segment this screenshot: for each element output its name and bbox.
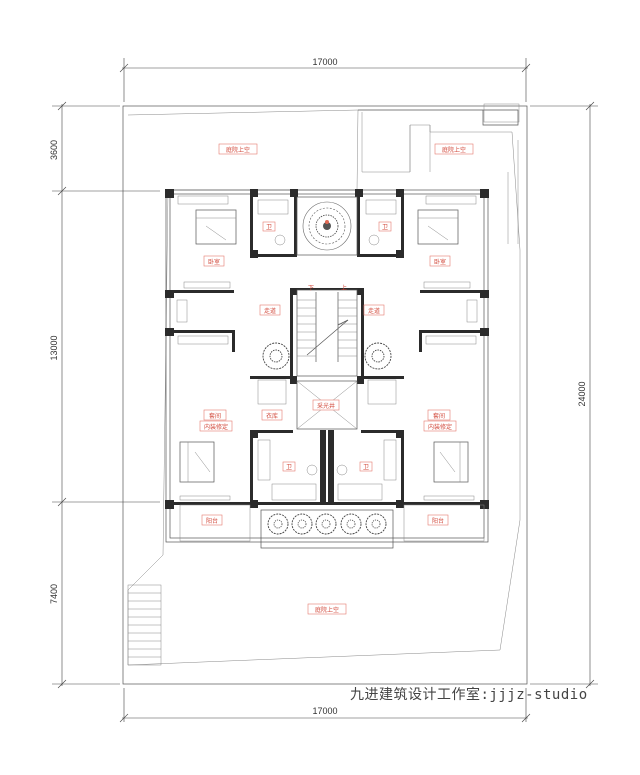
label-closet: 衣库: [266, 412, 278, 420]
label-suite-left-2: 内装修定: [204, 423, 228, 431]
dim-top-width: 17000: [312, 57, 337, 67]
label-bath-bottom-left: 卫: [286, 464, 292, 471]
site-boundary: [122, 103, 528, 685]
stair-up-label: 上: [341, 284, 347, 292]
dim-left-middle: 13000: [49, 335, 59, 360]
label-balcony-right: 阳台: [432, 517, 444, 525]
label-corridor-right: 走道: [368, 307, 380, 315]
building-walls: [165, 189, 489, 543]
label-suite-right-1: 套间: [433, 412, 445, 420]
label-bedroom-right: 卧室: [434, 258, 446, 266]
label-bedroom-left: 卧室: [208, 258, 220, 266]
studio-watermark: 九进建筑设计工作室:jjjz-studio: [350, 687, 588, 703]
label-courtyard-void-right: 庭院上空: [442, 146, 466, 154]
dim-left-top: 3600: [49, 140, 59, 160]
furniture-beds: [176, 195, 485, 542]
label-suite-left-1: 套间: [209, 412, 221, 420]
label-balcony-left: 阳台: [206, 517, 218, 525]
label-corridor-left: 走道: [264, 307, 276, 315]
stair-core: 下 上: [296, 284, 358, 377]
label-bath-bottom-right: 卫: [363, 464, 369, 471]
dim-left-bottom: 7400: [49, 584, 59, 604]
bath-fixtures: [257, 199, 397, 501]
label-light-well: 采光井: [317, 402, 335, 410]
label-bath-top-right: 卫: [382, 224, 388, 231]
dim-bottom-width: 17000: [312, 706, 337, 716]
dimension-lines: [52, 58, 598, 723]
shrubs: [260, 342, 394, 549]
stair-down-label: 下: [308, 285, 314, 292]
label-suite-right-2: 内装修定: [428, 423, 452, 431]
room-labels: 庭院上空 庭院上空 庭院上空 卧室 卧室 卫 卫 走道 走道 套间 内装修定 套…: [199, 143, 474, 615]
label-bath-top-left: 卫: [266, 224, 272, 231]
dim-right-total: 24000: [577, 381, 587, 406]
courtyard-tree: [296, 196, 358, 256]
label-courtyard-void-bottom: 庭院上空: [315, 606, 339, 614]
dimension-labels: 17000 17000 3600 13000 7400 24000: [49, 57, 587, 716]
label-courtyard-void-left: 庭院上空: [226, 146, 250, 154]
